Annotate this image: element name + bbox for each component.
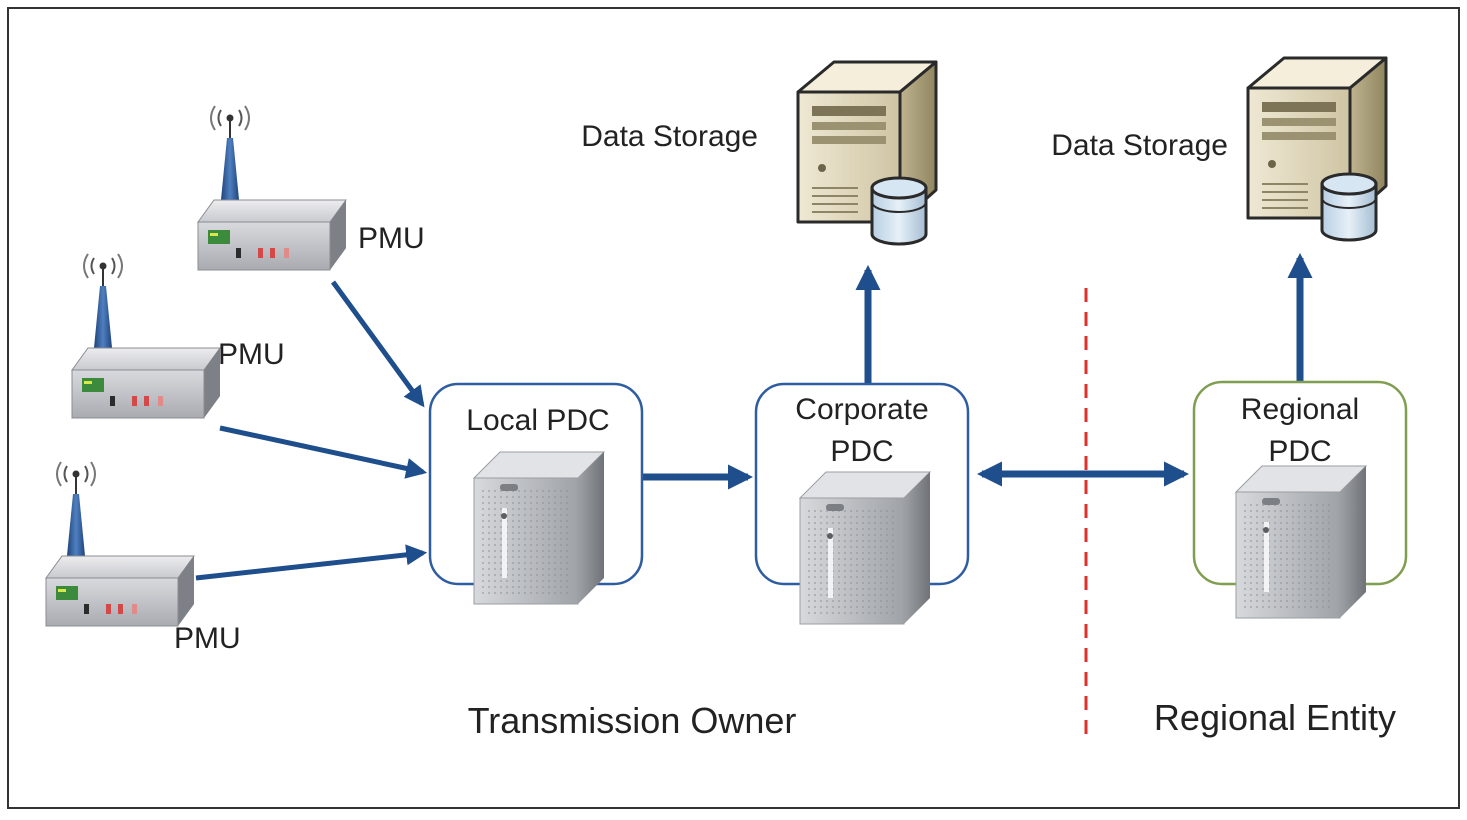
regional-pdc-label-line1: Regional — [1241, 393, 1359, 426]
corporate-pdc-label-line1: Corporate — [795, 393, 928, 426]
zone-label-regional-entity: Regional Entity — [1154, 697, 1396, 738]
data-storage-right-label: Data Storage — [1051, 129, 1228, 162]
pmu-2: PMU — [71, 253, 285, 419]
pmu-device-icon — [71, 347, 221, 419]
tower-server-icon — [1235, 465, 1367, 619]
data-storage-right: Data Storage — [1051, 56, 1388, 242]
tower-server-icon — [799, 471, 931, 625]
arrow-pmu2-to-local-pdc — [219, 425, 428, 479]
pmu-3: PMU — [45, 461, 241, 655]
tower-server-icon — [473, 451, 605, 605]
regional-pdc-label-line2: PDC — [1268, 435, 1331, 468]
data-storage-left: Data Storage — [581, 60, 938, 246]
local-pdc: Local PDC — [428, 382, 644, 605]
pmu-device-icon — [197, 199, 347, 271]
regional-pdc: Regional PDC — [1192, 380, 1408, 619]
arrow-pmu1-to-local-pdc — [330, 280, 425, 408]
pmu-1-label: PMU — [358, 222, 425, 255]
pmu-3-label: PMU — [174, 622, 241, 655]
arrow-pmu3-to-local-pdc — [195, 544, 428, 581]
storage-server-icon — [1246, 56, 1388, 242]
storage-server-icon — [796, 60, 938, 246]
pmu-2-label: PMU — [218, 338, 285, 371]
pmu-1: PMU — [197, 105, 425, 271]
local-pdc-label: Local PDC — [466, 404, 609, 437]
data-storage-left-label: Data Storage — [581, 120, 758, 153]
zone-label-transmission-owner: Transmission Owner — [468, 700, 797, 741]
pmu-device-icon — [45, 555, 195, 627]
connector-arrows — [195, 252, 1313, 581]
corporate-pdc-label-line2: PDC — [830, 435, 893, 468]
corporate-pdc: Corporate PDC — [754, 382, 970, 625]
